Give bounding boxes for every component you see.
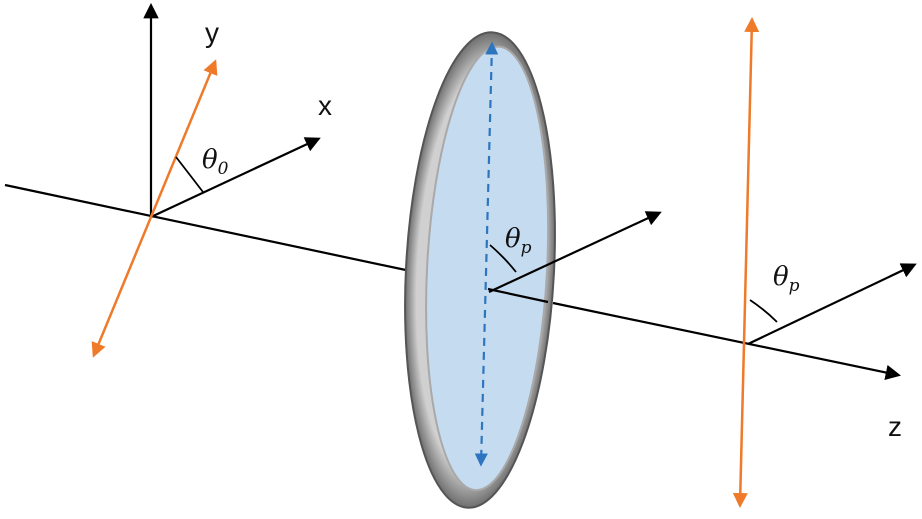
optical-axis-left: [4, 183, 421, 275]
lens-x-arrow: [488, 211, 662, 293]
theta-p-output-arc: [749, 299, 778, 323]
x-axis-arrow: [150, 137, 321, 218]
output-x-arrow: [747, 263, 917, 345]
input-polarization-arrow: [91, 59, 218, 358]
waveplate-lens: [404, 31, 556, 509]
y-axis-label: y: [205, 17, 219, 48]
theta-p-lens-label: θp: [505, 224, 532, 258]
output-polarization-arrow: [732, 17, 760, 508]
theta-p-output-label: θp: [773, 262, 800, 296]
theta-0-label: θ0: [202, 145, 229, 179]
optical-axis-right: [552, 301, 902, 381]
z-axis-label: z: [888, 411, 902, 442]
x-axis-label: x: [318, 90, 332, 121]
theta-0-arc: [175, 156, 204, 193]
lens-fast-axis-arrow: [474, 41, 499, 467]
theta-p-lens-arc: [489, 244, 517, 273]
